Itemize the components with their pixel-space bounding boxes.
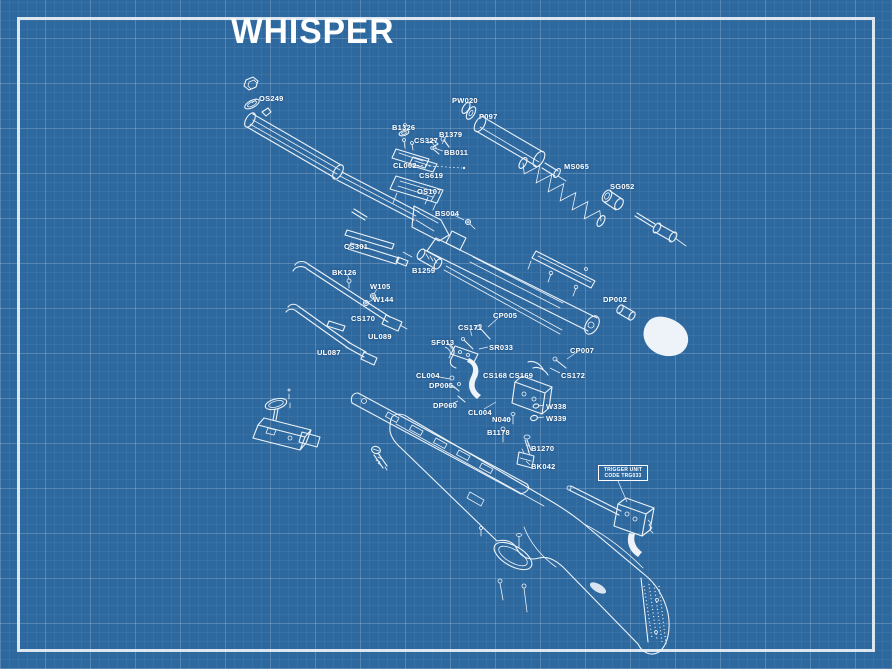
trigger-unit bbox=[566, 485, 655, 557]
part-label-cs172: CS172 bbox=[561, 371, 586, 380]
part-label-cp007: CP007 bbox=[570, 346, 595, 355]
part-label-bk042: BK042 bbox=[531, 462, 556, 471]
part-label-w144: W144 bbox=[373, 295, 394, 304]
bs004-screw bbox=[464, 218, 476, 230]
part-label-os249: OS249 bbox=[259, 94, 284, 103]
part-label-b1178: B1178 bbox=[487, 428, 510, 437]
part-label-cl004: CL004 bbox=[468, 408, 492, 417]
underlever bbox=[285, 303, 378, 366]
part-label-dp060: DP060 bbox=[433, 401, 458, 410]
part-label-bb011: BB011 bbox=[444, 148, 469, 157]
part-label-cp005: CP005 bbox=[493, 311, 518, 320]
part-label-cs169: CS169 bbox=[509, 371, 534, 380]
part-label-pw020: PW020 bbox=[452, 96, 478, 105]
part-label-bk126: BK126 bbox=[332, 268, 357, 277]
part-label-b1326: B1326 bbox=[392, 123, 416, 132]
part-label-sf013: SF013 bbox=[431, 338, 455, 347]
part-label-b1259: B1259 bbox=[412, 266, 436, 275]
muzzle-nut bbox=[243, 76, 260, 110]
part-label-dp002: DP002 bbox=[603, 295, 628, 304]
forend-rail bbox=[350, 392, 530, 495]
spring-guide bbox=[601, 189, 687, 247]
page-title: WHISPER bbox=[231, 12, 395, 51]
part-label-b1270: B1270 bbox=[531, 444, 555, 453]
part-label-b1379: B1379 bbox=[439, 130, 463, 139]
part-label-w338: W338 bbox=[546, 402, 567, 411]
part-label-cl004: CL004 bbox=[416, 371, 440, 380]
part-label-sr033: SR033 bbox=[489, 343, 514, 352]
part-label-w105: W105 bbox=[370, 282, 391, 291]
leader-lines bbox=[251, 98, 628, 503]
trigger-unit-label-line2: CODE TRG033 bbox=[604, 473, 642, 479]
trigger-group-parts bbox=[444, 323, 567, 469]
rear-sight bbox=[252, 388, 321, 451]
part-label-cs619: CS619 bbox=[419, 171, 444, 180]
part-label-os107: OS107 bbox=[417, 187, 442, 196]
part-label-ul089: UL089 bbox=[368, 332, 392, 341]
barrel-assembly bbox=[244, 107, 450, 242]
trigger-unit-label-line1: TRIGGER UNIT bbox=[603, 467, 643, 473]
part-label-ms065: MS065 bbox=[564, 162, 590, 171]
part-label-cl002: CL002 bbox=[393, 161, 417, 170]
part-label-bs004: BS004 bbox=[435, 209, 460, 218]
part-label-cs170: CS170 bbox=[351, 314, 376, 323]
part-label-sg052: SG052 bbox=[610, 182, 635, 191]
part-label-cs301: CS301 bbox=[344, 242, 369, 251]
stock bbox=[389, 413, 670, 655]
flat-springs bbox=[344, 208, 413, 267]
cocking-lever bbox=[292, 260, 408, 332]
part-label-n040: N040 bbox=[492, 415, 511, 424]
part-label-p097: P097 bbox=[479, 112, 498, 121]
mainspring bbox=[518, 157, 606, 227]
piston-assembly bbox=[461, 102, 567, 182]
part-label-dp005: DP005 bbox=[429, 381, 454, 390]
receiver-tube bbox=[426, 230, 689, 357]
part-label-cs168: CS168 bbox=[483, 371, 508, 380]
part-label-cs171: CS171 bbox=[458, 323, 483, 332]
trigger-unit-label-box: TRIGGER UNIT CODE TRG033 bbox=[598, 465, 648, 481]
part-label-w339: W339 bbox=[546, 414, 567, 423]
part-label-cs327: CS327 bbox=[414, 136, 439, 145]
part-label-ul087: UL087 bbox=[317, 348, 341, 357]
breech-parts bbox=[389, 123, 450, 204]
